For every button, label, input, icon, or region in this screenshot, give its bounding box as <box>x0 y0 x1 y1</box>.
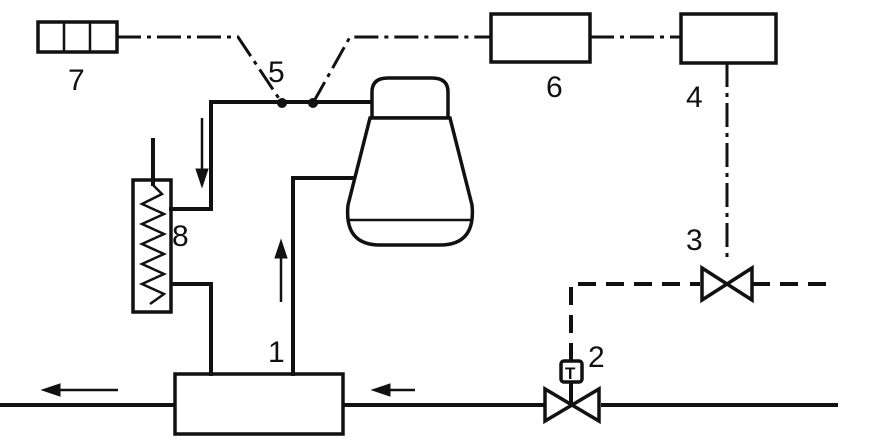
controller-4 <box>679 12 778 65</box>
unit-riser-pipes <box>169 176 354 376</box>
dashed-bypass-line <box>569 282 834 361</box>
label-2: 2 <box>588 341 605 374</box>
temperature-valve-2 <box>543 359 601 425</box>
flask-vessel <box>345 76 475 247</box>
label-7: 7 <box>68 64 85 97</box>
label-6: 6 <box>546 71 563 104</box>
indicator-7 <box>36 20 119 54</box>
label-8: 8 <box>172 220 189 253</box>
signal-lines <box>117 35 729 262</box>
heater-8 <box>131 138 213 314</box>
flow-arrow-up <box>274 238 288 302</box>
label-3: 3 <box>686 224 703 257</box>
label-1: 1 <box>268 336 285 369</box>
controller-6 <box>489 12 592 64</box>
flow-arrow-down <box>195 118 209 189</box>
valve-sensor-letter: T <box>565 364 576 383</box>
solenoid-valve-3 <box>700 264 754 304</box>
label-4: 4 <box>686 81 703 114</box>
flow-arrow-into-unit <box>370 383 415 397</box>
exchanger-unit-1 <box>173 372 345 436</box>
label-5: 5 <box>268 56 285 89</box>
flow-arrow-left <box>40 383 118 397</box>
top-pipe <box>209 100 374 211</box>
